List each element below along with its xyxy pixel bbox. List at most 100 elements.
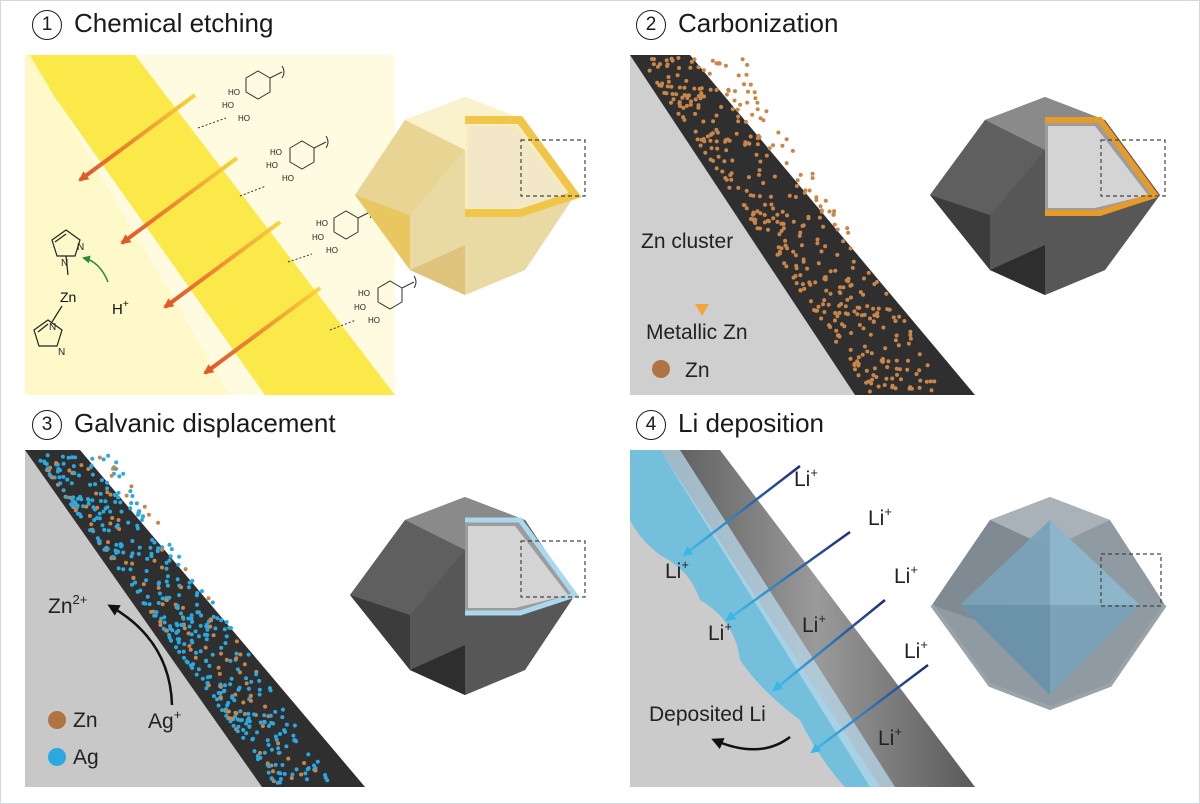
metal-particle	[89, 522, 94, 527]
zn-particle	[814, 195, 819, 200]
metal-particle	[135, 526, 140, 531]
zn-particle	[807, 188, 812, 193]
metal-particle	[219, 684, 223, 689]
metal-particle	[176, 628, 181, 633]
ho-label-3: HO	[238, 114, 250, 123]
zn-particle	[696, 105, 701, 110]
zn-particle	[802, 190, 807, 195]
zn-particle	[893, 319, 898, 323]
metal-particle	[256, 757, 260, 762]
metal-particle	[224, 634, 229, 639]
zn-particle	[729, 177, 734, 182]
metal-particle	[198, 623, 203, 628]
metal-particle	[209, 618, 214, 623]
zn-particle	[862, 276, 866, 281]
zn-particle	[855, 312, 860, 317]
zn-particle	[753, 217, 758, 222]
metal-particle	[223, 707, 228, 712]
zn-particle	[871, 373, 876, 378]
metal-particle	[90, 472, 95, 477]
zn-particle	[723, 63, 728, 68]
metal-particle	[121, 567, 126, 572]
metal-particle	[182, 626, 187, 631]
metal-particle	[244, 731, 249, 736]
metal-particle	[176, 640, 181, 645]
zn-particle	[908, 333, 913, 337]
zn-particle	[822, 310, 827, 314]
metal-particle	[162, 615, 167, 620]
metal-particle	[274, 737, 279, 742]
metal-particle	[156, 585, 161, 590]
zn-particle	[693, 111, 698, 116]
zn-particle	[693, 129, 698, 134]
zn-particle	[758, 116, 763, 121]
imidazole-bottom-icon	[33, 305, 63, 347]
metal-particle	[129, 554, 134, 559]
zn-particle	[819, 209, 824, 214]
metal-particle	[150, 538, 155, 542]
zn-particle	[746, 175, 751, 180]
metal-particle	[152, 558, 157, 563]
zn-particle	[724, 177, 729, 182]
metal-particle	[278, 777, 283, 781]
zn-particle	[872, 282, 877, 287]
metal-particle	[205, 681, 210, 686]
zn-particle	[711, 119, 716, 124]
panel-4-number: 4	[636, 410, 666, 440]
zn-label: Zn	[60, 289, 76, 305]
n-label-1: N	[61, 258, 68, 269]
metal-particle	[273, 709, 278, 714]
panel-3-title-text: Galvanic displacement	[74, 408, 336, 438]
zn-particle	[794, 184, 799, 188]
metal-particle	[177, 593, 182, 598]
metal-particle	[216, 703, 221, 708]
zn-particle	[814, 198, 819, 203]
metal-particle	[224, 657, 229, 662]
metal-particle	[187, 580, 192, 585]
metal-particle	[114, 550, 119, 555]
ho-label-12: HO	[368, 316, 380, 325]
metal-particle	[189, 638, 194, 643]
metal-particle	[193, 629, 198, 634]
zn-particle	[809, 299, 813, 304]
zn-particle	[843, 304, 848, 309]
zn-particle	[834, 328, 839, 333]
ag-legend-label: Ag	[73, 746, 99, 769]
metal-particle	[278, 771, 283, 776]
metal-particle	[218, 695, 223, 700]
metal-particle	[210, 600, 215, 605]
metal-particle	[266, 724, 271, 728]
metal-particle	[220, 708, 225, 713]
zn-particle	[749, 217, 753, 221]
metal-particle	[105, 486, 110, 491]
zn-particle	[738, 102, 743, 107]
zn-particle	[732, 98, 737, 103]
zn-particle	[799, 243, 804, 248]
metal-particle	[247, 724, 252, 729]
metal-particle	[194, 650, 198, 655]
zn-particle	[865, 349, 870, 354]
metal-particle	[110, 516, 115, 520]
metal-particle	[231, 723, 236, 728]
zn-particle	[767, 146, 772, 151]
metal-particle	[78, 494, 83, 499]
metal-particle	[149, 554, 154, 559]
zn-particle	[837, 310, 842, 315]
metal-particle	[92, 518, 97, 522]
metal-particle	[147, 602, 152, 607]
zn-particle	[670, 92, 675, 96]
metal-particle	[121, 471, 126, 476]
zn-particle	[714, 61, 719, 66]
zn-particle	[832, 318, 837, 323]
metal-particle	[91, 529, 96, 534]
metal-particle	[234, 656, 239, 661]
zn-particle	[812, 308, 816, 312]
zn-particle	[724, 92, 729, 97]
metal-particle	[124, 560, 128, 565]
metal-particle	[306, 752, 311, 757]
zn-particle	[776, 130, 781, 135]
metal-particle	[129, 484, 134, 489]
zn-particle	[874, 375, 879, 379]
metal-particle	[286, 756, 291, 761]
metal-particle	[238, 652, 243, 657]
